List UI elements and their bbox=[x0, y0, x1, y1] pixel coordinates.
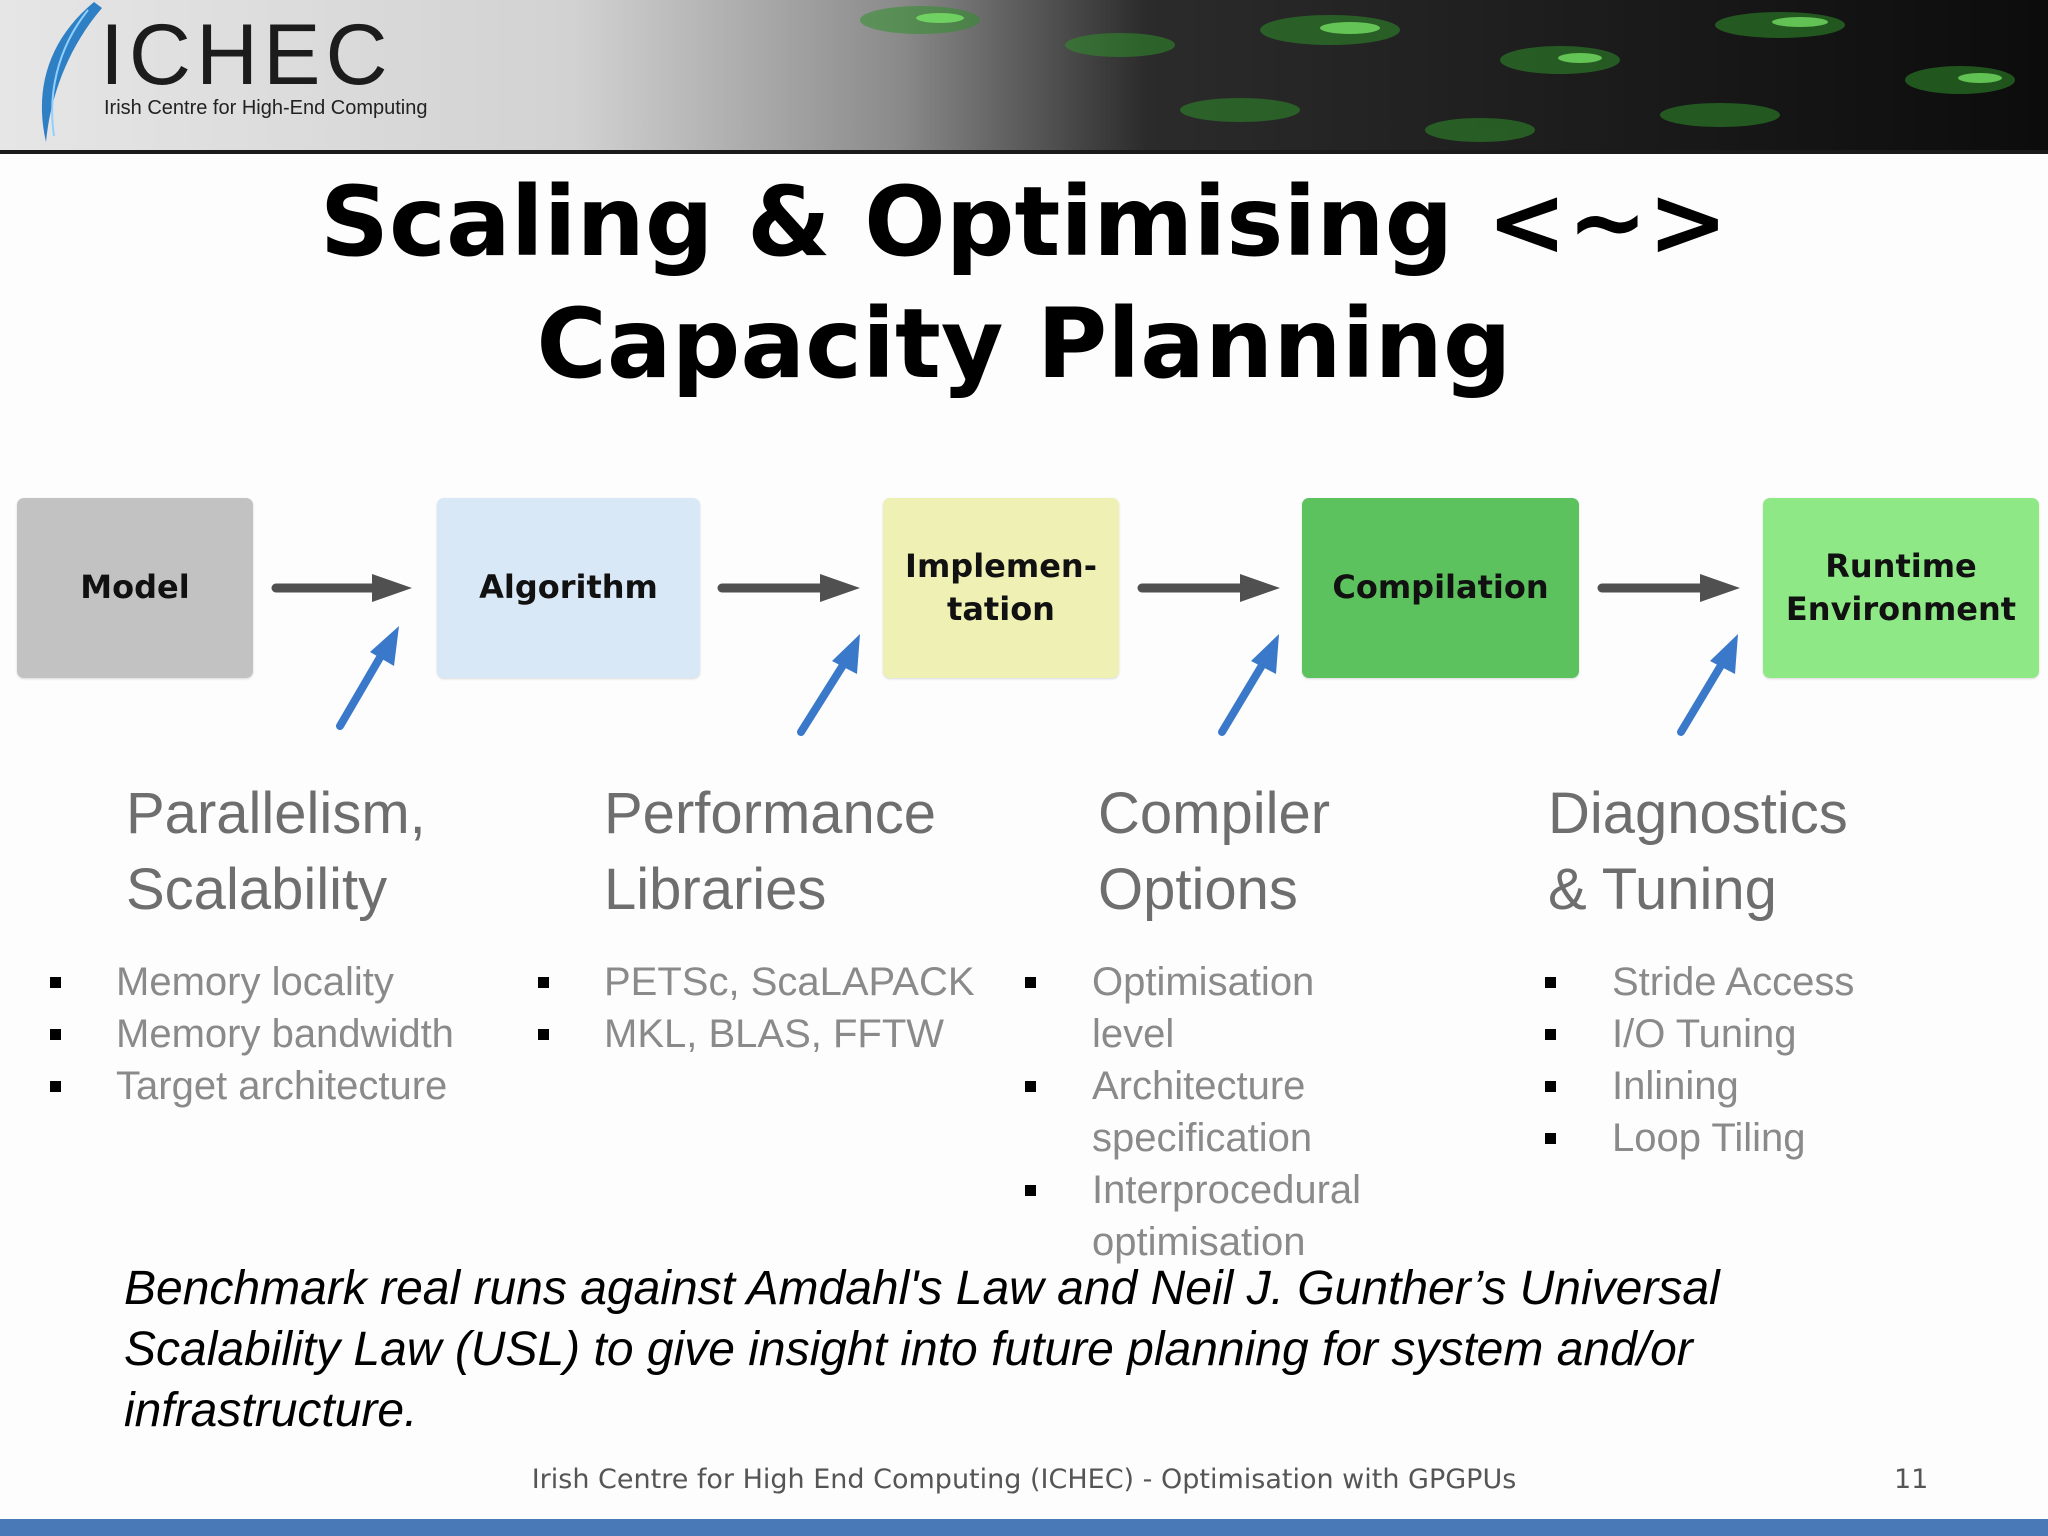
bullet-square-icon bbox=[1545, 1133, 1556, 1144]
list-item: Loop Tiling bbox=[1545, 1112, 1912, 1164]
ichec-logo-swoosh-icon bbox=[41, 2, 102, 142]
category-heading-parallelism: Parallelism, Scalability bbox=[126, 776, 426, 928]
list-item: PETSc, ScaLAPACK bbox=[538, 956, 984, 1008]
list-item-text: Loop Tiling bbox=[1612, 1116, 1806, 1160]
bullet-list-libraries: PETSc, ScaLAPACK MKL, BLAS, FFTW bbox=[538, 956, 984, 1060]
category-heading-line: Compiler bbox=[1098, 781, 1331, 846]
category-heading-line: Diagnostics bbox=[1548, 781, 1848, 846]
header-rule bbox=[0, 150, 2048, 154]
arrowhead-2 bbox=[820, 574, 860, 602]
list-item-text: Stride Access bbox=[1612, 960, 1855, 1004]
stage-runtime-label-line-1: Runtime bbox=[1825, 546, 1977, 585]
bullet-list-diagnostics: Stride Access I/O Tuning Inlining Loop T… bbox=[1545, 956, 1912, 1164]
stage-model: Model bbox=[17, 498, 253, 678]
bullet-list-compiler: Optimisation level Architecture specifica… bbox=[1025, 956, 1392, 1268]
list-item-text: Target architecture bbox=[116, 1064, 448, 1108]
stage-algorithm: Algorithm bbox=[437, 498, 700, 678]
list-item: Target architecture bbox=[50, 1060, 476, 1112]
list-item-text: specification bbox=[1092, 1116, 1313, 1160]
list-item-text: Inlining bbox=[1612, 1064, 1739, 1108]
input-arrow-parallelism bbox=[336, 650, 386, 730]
list-item-text: Memory bandwidth bbox=[116, 1012, 454, 1056]
category-heading-line: Parallelism, bbox=[126, 781, 426, 846]
footer-text: Irish Centre for High End Computing (ICH… bbox=[531, 1464, 1517, 1495]
list-item-text: PETSc, ScaLAPACK bbox=[604, 960, 975, 1004]
category-heading-line: Performance bbox=[604, 781, 937, 846]
bullet-square-icon bbox=[538, 977, 549, 988]
list-item: Inlining bbox=[1545, 1060, 1912, 1112]
list-item: Optimisation level bbox=[1025, 956, 1392, 1060]
bullet-square-icon bbox=[1545, 977, 1556, 988]
stage-implementation-label-line-2: tation bbox=[947, 590, 1055, 628]
slide-title-line-2: Capacity Planning bbox=[536, 288, 1512, 400]
page-number: 11 bbox=[1894, 1464, 1929, 1495]
bullet-square-icon bbox=[50, 977, 61, 988]
summary-note: Benchmark real runs against Amdahl's Law… bbox=[124, 1262, 1720, 1437]
category-heading-diagnostics: Diagnostics & Tuning bbox=[1548, 776, 1848, 928]
list-item: Stride Access bbox=[1545, 956, 1912, 1008]
list-item-text: Interprocedural bbox=[1092, 1168, 1362, 1212]
category-heading-compiler: Compiler Options bbox=[1098, 776, 1330, 928]
arrowhead-1 bbox=[372, 574, 412, 602]
input-arrow-compiler bbox=[1218, 658, 1268, 736]
circuit-texture-image bbox=[860, 6, 2015, 142]
bullet-square-icon bbox=[50, 1081, 61, 1092]
header-banner: ICHEC Irish Centre for High-End Computin… bbox=[0, 0, 2048, 150]
bullet-square-icon bbox=[538, 1029, 549, 1040]
stage-runtime-label-line-2: Environment bbox=[1785, 590, 2017, 628]
arrowhead-3 bbox=[1240, 574, 1280, 602]
input-arrow-diagnostics bbox=[1677, 658, 1727, 736]
list-item: I/O Tuning bbox=[1545, 1008, 1912, 1060]
category-heading-libraries: Performance Libraries bbox=[604, 776, 936, 928]
list-item: Architecture specification bbox=[1025, 1060, 1392, 1164]
ichec-logo-wordmark: ICHEC bbox=[100, 7, 393, 103]
list-item-text: optimisation bbox=[1092, 1220, 1306, 1264]
bullet-list-parallelism: Memory locality Memory bandwidth Target … bbox=[50, 956, 476, 1112]
bullet-square-icon bbox=[1025, 977, 1036, 988]
category-heading-line: & Tuning bbox=[1548, 857, 1777, 922]
bullet-square-icon bbox=[50, 1029, 61, 1040]
category-heading-line: Scalability bbox=[126, 857, 388, 922]
category-heading-line: Options bbox=[1098, 857, 1298, 922]
stage-runtime-environment: Runtime Environment bbox=[1763, 498, 2039, 678]
slide-title-line-1: Scaling & Optimising <~> bbox=[319, 166, 1729, 278]
list-item: Memory locality bbox=[50, 956, 476, 1008]
bullet-square-icon bbox=[1025, 1081, 1036, 1092]
arrowhead-4 bbox=[1700, 574, 1740, 602]
bottom-accent-bar bbox=[0, 1519, 2048, 1536]
category-heading-line: Libraries bbox=[604, 857, 827, 922]
stage-compilation: Compilation bbox=[1302, 498, 1579, 678]
input-arrow-libraries bbox=[797, 658, 849, 736]
list-item: Memory bandwidth bbox=[50, 1008, 476, 1060]
list-item-text: Memory locality bbox=[116, 960, 394, 1004]
list-item-text: Optimisation level bbox=[1092, 960, 1315, 1056]
list-item-text: MKL, BLAS, FFTW bbox=[604, 1012, 945, 1056]
list-item-text: I/O Tuning bbox=[1612, 1012, 1797, 1056]
ichec-logo-subtitle: Irish Centre for High-End Computing bbox=[104, 97, 428, 119]
stage-algorithm-label: Algorithm bbox=[479, 568, 658, 607]
stage-model-label: Model bbox=[80, 568, 190, 607]
stage-compilation-label: Compilation bbox=[1332, 568, 1549, 607]
bullet-square-icon bbox=[1025, 1185, 1036, 1196]
list-item: MKL, BLAS, FFTW bbox=[538, 1008, 984, 1060]
list-item: Interprocedural optimisation bbox=[1025, 1164, 1392, 1268]
stage-implementation: Implemen- tation bbox=[883, 498, 1119, 678]
stage-implementation-label-line-1: Implemen- bbox=[905, 546, 1097, 585]
bullet-square-icon bbox=[1545, 1029, 1556, 1040]
list-item-text: Architecture bbox=[1092, 1064, 1306, 1108]
bullet-square-icon bbox=[1545, 1081, 1556, 1092]
